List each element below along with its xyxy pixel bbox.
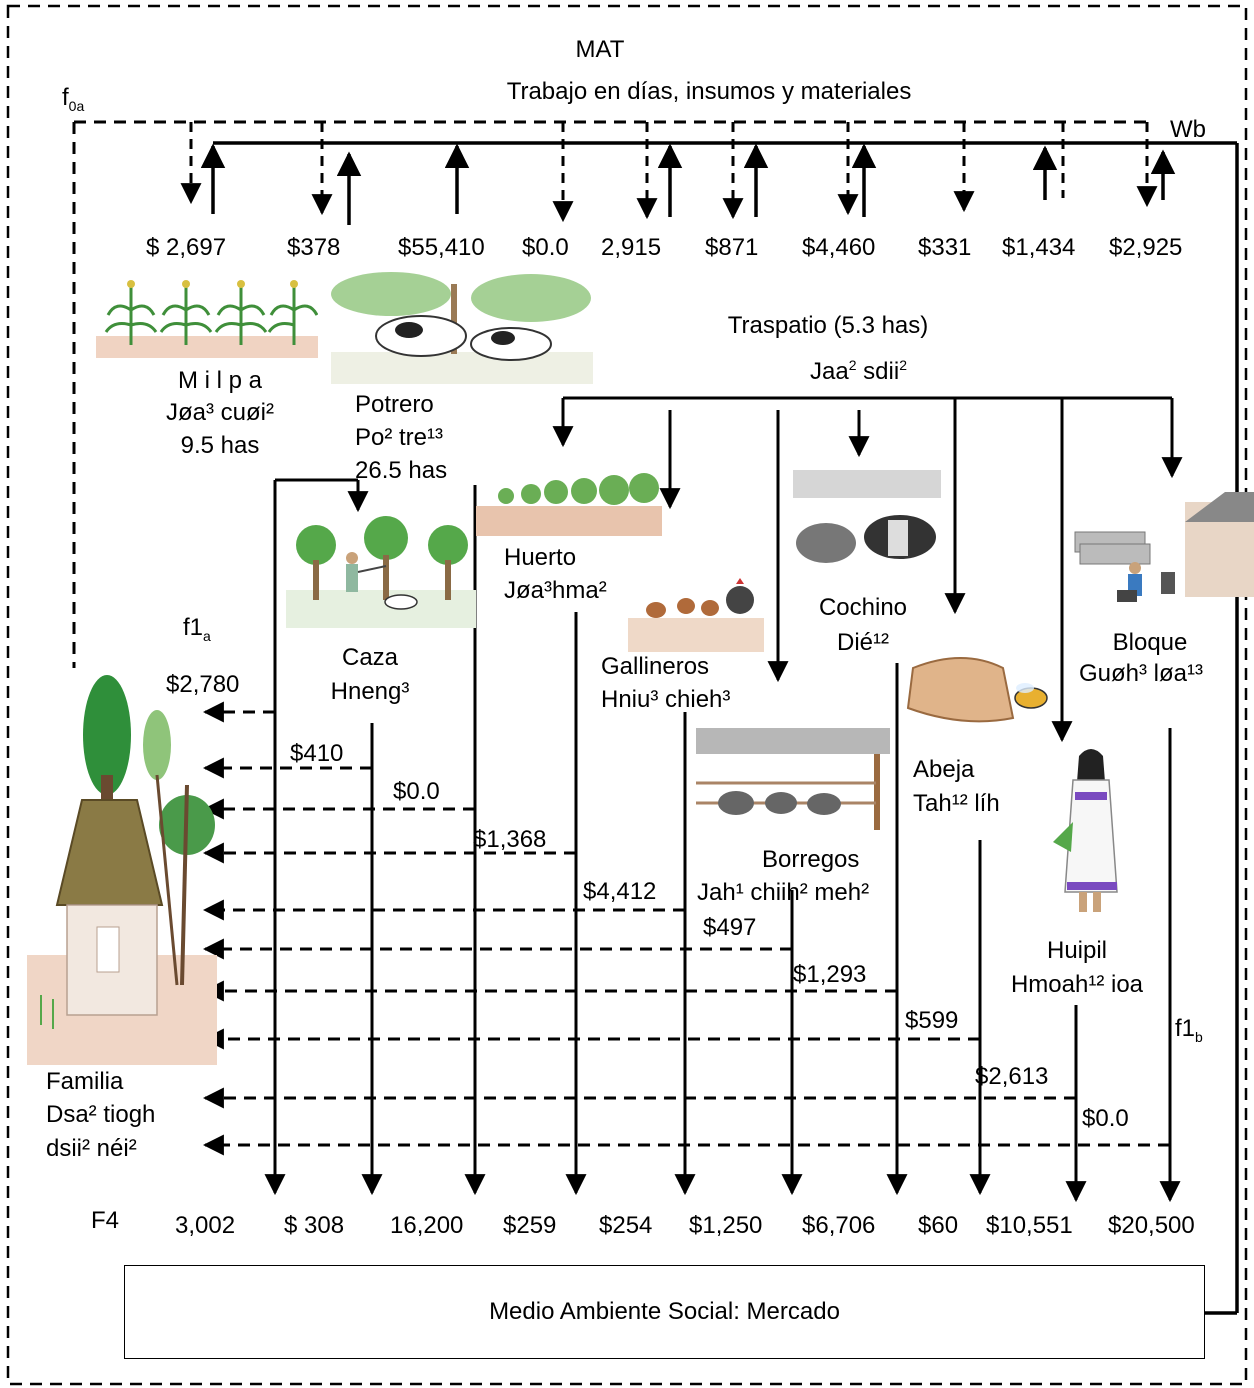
- borregos-local-name: Jah¹ chiih² meh²: [697, 879, 870, 906]
- milpa-name: M i l p a: [177, 367, 263, 394]
- top-value-huipil: $1,434: [1002, 234, 1076, 261]
- market-value-huipil: $10,551: [986, 1212, 1073, 1239]
- traspatio-local-name: Jaa2 sdii2: [810, 357, 907, 385]
- wb-up-arrows: [200, 143, 1176, 225]
- huerto-garden-illustration: [476, 473, 662, 536]
- f0a-label: f0a: [62, 84, 85, 114]
- huerto-local-name: Jøa³hma²: [504, 577, 607, 604]
- diagram-subtitle: Trabajo en días, insumos y materiales: [506, 78, 912, 105]
- abeja-beehive-illustration: [906, 657, 1048, 723]
- market-value-abeja: $60: [918, 1212, 959, 1239]
- potrero-cattle-illustration: [331, 272, 593, 384]
- familia-local-name-1: Dsa² tiogh: [46, 1101, 156, 1128]
- milpa-area: 9.5 has: [180, 432, 260, 459]
- top-value-potrero: $55,410: [398, 234, 485, 261]
- borregos-name: Borregos: [762, 846, 860, 873]
- market-value-bloque: $20,500: [1108, 1212, 1195, 1239]
- market-value-gallineros: $254: [599, 1212, 653, 1239]
- market-value-potrero: 16,200: [390, 1212, 464, 1239]
- top-value-abeja: $331: [918, 234, 972, 261]
- gallineros-chickens-illustration: [628, 578, 764, 652]
- huipil-local-name: Hmoah¹² ioa: [1010, 971, 1144, 998]
- abeja-local-name: Tah¹² líh: [913, 790, 1000, 817]
- cochino-pigs-illustration: [793, 470, 941, 563]
- market-value-cochino: $6,706: [802, 1212, 876, 1239]
- cochino-name: Cochino: [818, 594, 908, 621]
- family-value-bloque: $0.0: [1082, 1105, 1129, 1132]
- f4-label: F4: [91, 1207, 120, 1234]
- bloque-name: Bloque: [1112, 629, 1188, 656]
- caza-local-name: Hneng³: [330, 678, 410, 705]
- potrero-area: 26.5 has: [355, 457, 448, 484]
- market-value-milpa: 3,002: [175, 1212, 236, 1239]
- top-value-cochino: $4,460: [802, 234, 876, 261]
- market-value-huerto: $259: [503, 1212, 557, 1239]
- wb-solid-output: [213, 141, 1239, 1315]
- potrero-local-name: Po² tre¹³: [355, 424, 444, 451]
- family-value-borregos: $497: [703, 914, 757, 941]
- f0a-dashed-input: [72, 120, 1150, 668]
- bloque-local-name: Guøh³ løa¹³: [1078, 660, 1203, 687]
- huerto-name: Huerto: [504, 544, 577, 571]
- family-value-huipil: $2,613: [975, 1063, 1049, 1090]
- cochino-local-name: Dié¹²: [837, 629, 889, 656]
- f1b-label: f1b: [1175, 1015, 1203, 1045]
- familia-local-name-2: dsii² néi²: [46, 1135, 137, 1162]
- top-value-gallineros: 2,915: [601, 234, 662, 261]
- family-value-gallineros: $4,412: [583, 878, 657, 905]
- top-value-milpa: $ 2,697: [146, 234, 227, 261]
- family-value-huerto: $1,368: [473, 826, 547, 853]
- milpa-local-name: Jøa³ cuøi²: [166, 399, 274, 426]
- milpa-corn-illustration: [96, 280, 318, 358]
- f0a-dashed-drops: [180, 122, 1158, 223]
- caza-hunter-illustration: [286, 516, 476, 628]
- family-value-milpa: $2,780: [166, 671, 240, 698]
- family-value-cochino: $1,293: [793, 961, 867, 988]
- top-value-borregos: $871: [705, 234, 759, 261]
- diagram-title: MAT: [575, 36, 625, 63]
- huipil-name: Huipil: [1046, 937, 1108, 964]
- traspatio-title: Traspatio (5.3 has): [727, 312, 929, 339]
- potrero-name: Potrero: [355, 391, 434, 418]
- familia-name: Familia: [46, 1068, 124, 1095]
- bloque-blockmaker-illustration: [1074, 492, 1254, 602]
- huipil-woman-illustration: [1053, 749, 1118, 912]
- market-value-borregos: $1,250: [689, 1212, 763, 1239]
- caza-name: Caza: [341, 644, 399, 671]
- family-value-caza: $410: [290, 740, 344, 767]
- outer-dashed-frame: [6, 4, 1248, 1386]
- market-value-caza: $ 308: [284, 1212, 345, 1239]
- market-label: Medio Ambiente Social: Mercado: [489, 1298, 840, 1325]
- family-value-abeja: $599: [905, 1007, 959, 1034]
- traspatio-drops: [552, 398, 1183, 743]
- top-value-caza: $378: [287, 234, 341, 261]
- gallineros-local-name: Hniu³ chieh³: [601, 686, 731, 713]
- abeja-name: Abeja: [913, 756, 975, 783]
- f1a-label: f1a: [183, 614, 211, 644]
- borregos-sheep-pen-illustration: [696, 728, 890, 830]
- top-value-huerto: $0.0: [522, 234, 569, 261]
- market-box: Medio Ambiente Social: Mercado: [124, 1265, 1205, 1359]
- top-value-bloque: $2,925: [1109, 234, 1183, 261]
- gallineros-name: Gallineros: [601, 653, 710, 680]
- family-value-potrero: $0.0: [393, 778, 440, 805]
- family-dashed-returns: [202, 701, 1170, 1156]
- wb-label: Wb: [1170, 116, 1206, 143]
- familia-house-illustration: [27, 675, 217, 1065]
